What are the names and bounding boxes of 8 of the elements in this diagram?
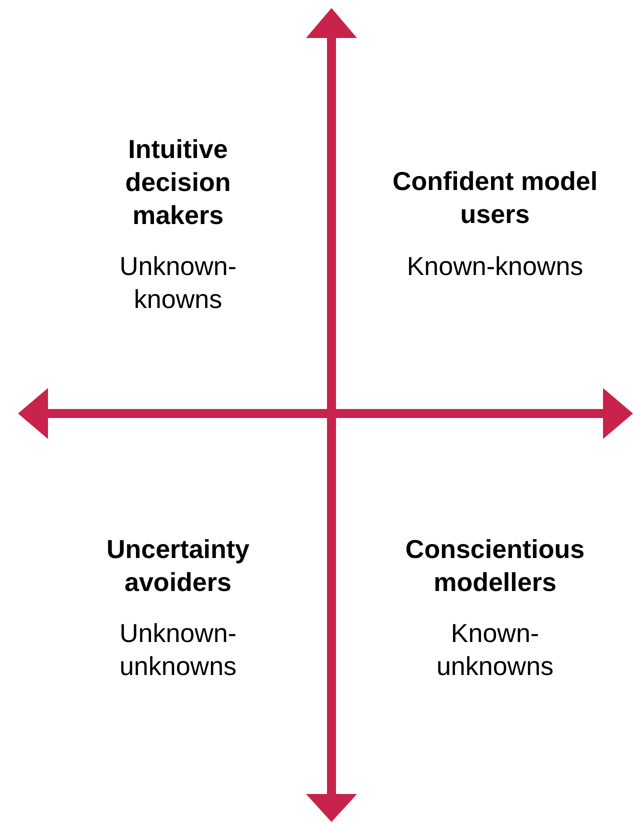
- quadrant-description: Unknown-knowns: [118, 250, 238, 316]
- quadrant-description: Unknown-unknowns: [118, 617, 238, 683]
- quadrant-heading: Uncertainty avoiders: [105, 533, 251, 599]
- quadrant-heading: Confident model users: [391, 165, 599, 231]
- quadrant-description: Known-unknowns: [435, 617, 555, 683]
- quadrant-heading: Conscientious modellers: [404, 533, 586, 599]
- quadrant-heading: Intuitive decision makers: [124, 133, 232, 232]
- quadrant-description: Known-knowns: [406, 250, 584, 283]
